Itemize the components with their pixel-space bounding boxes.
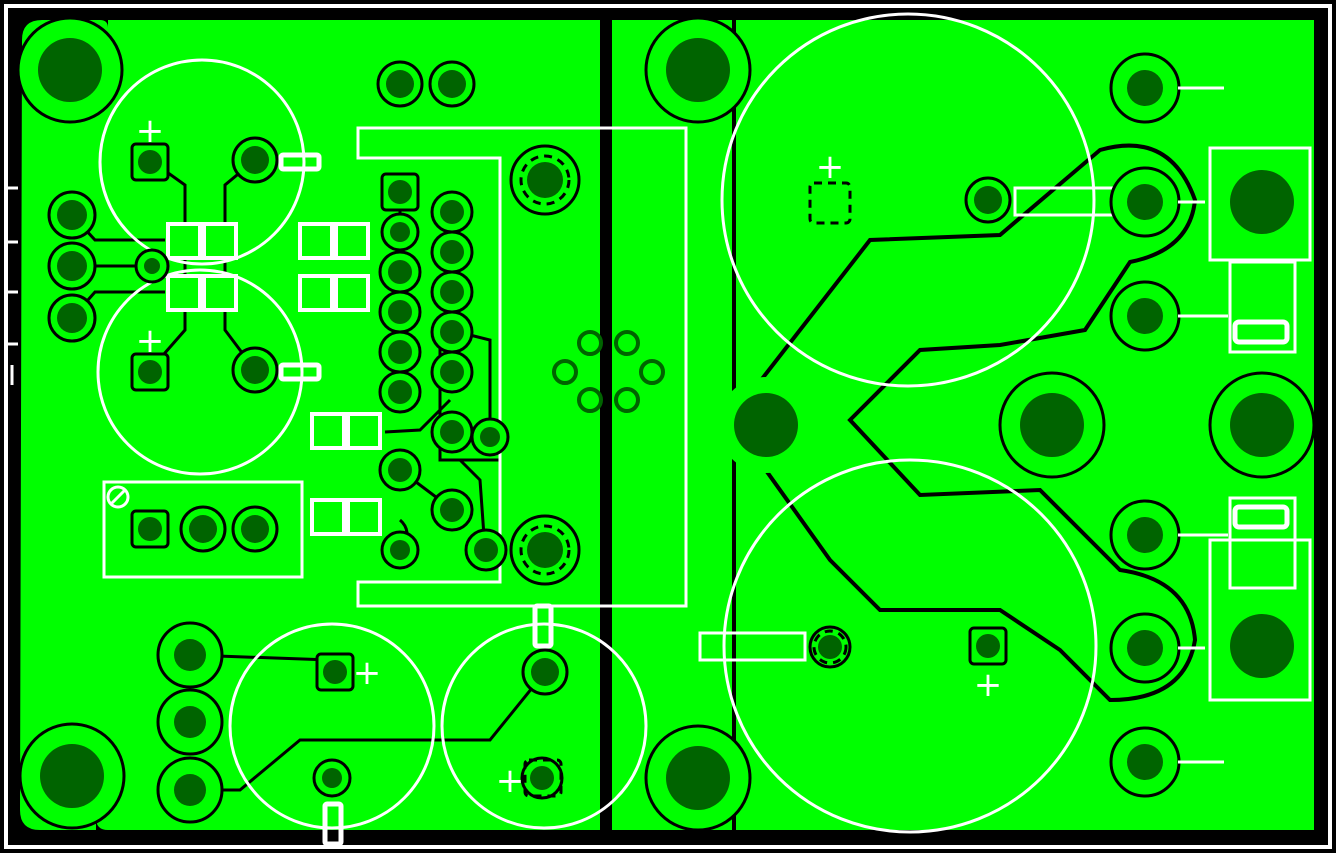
pad-square — [968, 626, 1008, 666]
fuse-f1-outline — [1228, 260, 1297, 354]
pad-round — [312, 758, 352, 798]
mount-hole-center-left — [718, 377, 814, 473]
term-j1-outline — [1208, 146, 1312, 262]
pad-round — [430, 270, 474, 314]
pad-round — [378, 330, 422, 374]
regulator-orientation-mark — [106, 485, 130, 509]
pad-round — [156, 756, 224, 824]
mount-hole-top-mid — [644, 16, 752, 124]
mount-hole-bottom-left — [18, 722, 126, 830]
power-traces — [727, 143, 1198, 703]
silkscreen-outlines — [96, 12, 1312, 834]
heatsink-outline — [356, 126, 688, 608]
cap-c3-outline — [228, 622, 436, 830]
mount-hole-right-edge — [1208, 371, 1316, 479]
edge-ticks — [8, 186, 18, 385]
pad-square — [130, 352, 170, 392]
pad-round — [156, 688, 224, 756]
pad-round — [1109, 726, 1181, 798]
through-hole-pads — [47, 52, 1181, 824]
pad-round — [520, 756, 564, 800]
isolation-channels — [604, 20, 610, 830]
pad-round — [376, 60, 424, 108]
pad-round — [1109, 166, 1181, 238]
pad-round — [430, 410, 474, 454]
terminal-j1-hole — [1230, 170, 1294, 234]
pad-round — [1109, 612, 1181, 684]
silk-leads — [1178, 86, 1228, 764]
pad-round — [378, 448, 422, 492]
term-j2-outline — [1208, 538, 1312, 702]
pad-round — [430, 350, 474, 394]
pad-round — [231, 346, 279, 394]
mounting-holes — [16, 16, 1316, 832]
pad-round — [134, 248, 170, 284]
pad-round — [470, 417, 510, 457]
pad-round — [430, 190, 474, 234]
pad-round — [430, 310, 474, 354]
pad-round — [1109, 52, 1181, 124]
copper-pour-middle — [612, 20, 732, 830]
pad-round — [179, 505, 227, 553]
regulator-outline — [102, 480, 304, 579]
pad-round — [47, 293, 97, 343]
plus-mark-c2: + — [136, 321, 165, 361]
pad-round — [380, 212, 420, 252]
pad-round — [378, 290, 422, 334]
plus-mark-c3: + — [353, 653, 382, 693]
res-r1-outline — [698, 631, 807, 662]
pad-round — [464, 528, 508, 572]
pad-round — [380, 530, 420, 570]
pad-round — [430, 230, 474, 274]
terminal-j2-hole — [1230, 614, 1294, 678]
pad-round — [428, 60, 476, 108]
plus-mark-c1: + — [136, 111, 165, 151]
pad-round — [378, 370, 422, 414]
fuse-f2-outline — [1228, 496, 1297, 590]
pad-round — [231, 136, 279, 184]
power-trace-upper — [727, 143, 1198, 703]
polarity-marks: + + + + + + — [136, 111, 1003, 801]
pad-round — [47, 241, 97, 291]
cap-c1-outline — [98, 58, 306, 266]
pad-round — [808, 625, 852, 669]
pad-square — [130, 509, 170, 549]
cap-c4-outline — [440, 622, 648, 830]
dashed-pad-outlines — [519, 154, 852, 798]
pad-round — [378, 250, 422, 294]
pad-round — [430, 488, 474, 532]
pad-round — [521, 648, 569, 696]
plus-mark-c5: + — [816, 147, 845, 187]
mount-hole-bottom-mid — [644, 724, 752, 832]
cap-c6-outline — [722, 458, 1098, 834]
mount-hole-top-left — [16, 16, 124, 124]
square-pads — [130, 142, 1008, 692]
cap-c2-outline — [96, 268, 304, 476]
mount-hole-center-right — [998, 371, 1106, 479]
pad-round — [47, 190, 97, 240]
board-outline — [4, 4, 1332, 849]
pad-round — [156, 621, 224, 689]
plus-mark-c4: + — [496, 761, 525, 801]
pad-square — [315, 652, 355, 692]
silk-slots — [278, 152, 1290, 847]
pad-round — [1109, 499, 1181, 571]
heatsink-vias — [552, 330, 665, 413]
pad-square — [130, 142, 170, 182]
pad-round — [1109, 280, 1181, 352]
smd-pads — [166, 222, 382, 536]
pad-square — [380, 172, 420, 212]
cap-c5-outline — [720, 12, 1096, 388]
pad-round — [231, 505, 279, 553]
plus-mark-c6: + — [974, 665, 1003, 705]
pad-round — [964, 176, 1012, 224]
